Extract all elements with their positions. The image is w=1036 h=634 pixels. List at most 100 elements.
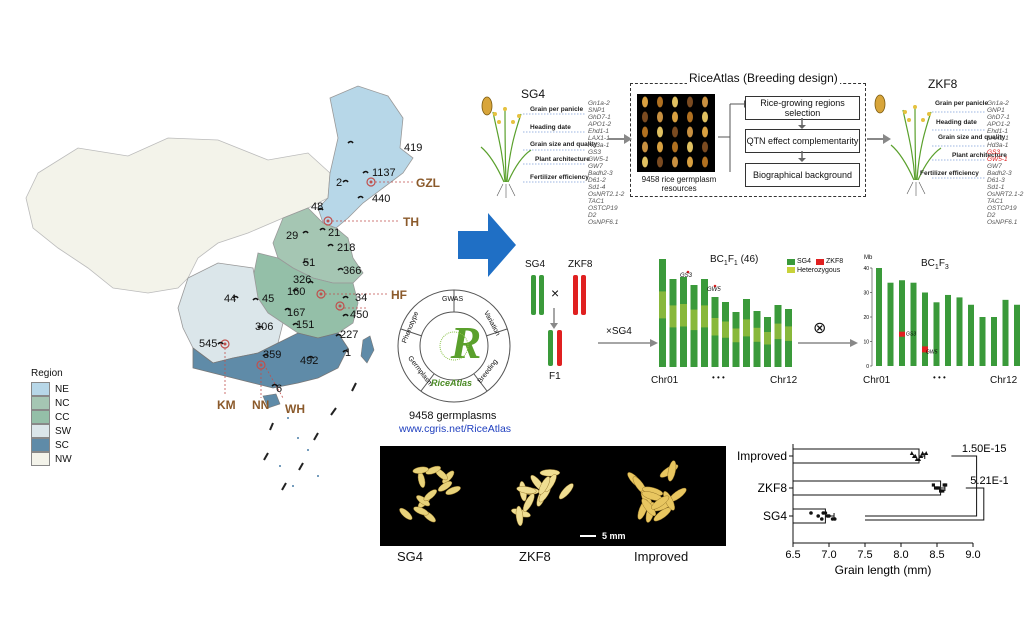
count-label: 545 — [199, 338, 218, 350]
bc1f3-chromosome — [876, 268, 882, 366]
rice-plant-icon — [874, 94, 985, 196]
chrom-f1-green — [548, 330, 553, 366]
legend-row: SC — [31, 438, 72, 452]
data-point — [936, 486, 941, 490]
count-label: 29 — [286, 230, 299, 242]
seed-grain — [657, 96, 663, 108]
data-point — [911, 454, 916, 458]
bc1f1-chromosomes — [659, 259, 792, 367]
seed-grain — [687, 126, 693, 138]
breeding-design-title: RiceAtlas (Breeding design) — [687, 71, 840, 85]
bc1f3-chromosome — [1002, 299, 1009, 366]
bc1f3-ytick: 40 — [863, 266, 869, 272]
bc1f3-chromosome — [899, 280, 905, 366]
gene-label: Sd1-4 — [588, 184, 606, 191]
legend-row: NC — [31, 396, 72, 410]
sg4-trait: Fertilizer efficiency — [530, 174, 589, 181]
bc1f1-chr-end: Chr12 — [770, 375, 798, 386]
bc1f3-chromosome — [887, 282, 894, 366]
bc1f3-title: BC1F3 — [921, 258, 949, 271]
city-nn: NN — [252, 398, 270, 412]
sea-boundary — [263, 382, 357, 491]
sg4-plant: Grain per panicle Heading date Grain siz… — [475, 92, 625, 202]
bc1f1-legend-label: SG4 — [797, 258, 812, 265]
count-label: 34 — [355, 292, 368, 304]
data-point — [933, 486, 938, 490]
legend-swatch — [31, 410, 50, 424]
sg4-trait: Heading date — [530, 124, 571, 131]
bc1f1-legend-row: Heterozygous — [787, 267, 840, 274]
bc1f3-chromosome — [933, 302, 940, 366]
bc1f1-het-segment — [722, 321, 729, 338]
step-region-selection: Rice-growing regions selection — [745, 96, 860, 120]
bc1f3-gs3-segment — [899, 331, 905, 337]
step-arrows — [798, 118, 806, 162]
bc1f3-chromosome — [945, 294, 951, 366]
bc1f3-chromosome — [979, 317, 986, 366]
gene-label: LAX1-1 — [588, 135, 610, 142]
seed-grain — [687, 111, 693, 123]
count-label: 227 — [340, 329, 359, 341]
bc1f1-het-segment — [774, 323, 782, 340]
gene-label: GS3 — [588, 149, 602, 156]
bc1f1-het-segment — [711, 318, 719, 336]
gene-label: TAC1 — [987, 198, 1004, 205]
x-tick-label: 6.5 — [785, 549, 800, 561]
site-marks — [217, 140, 369, 387]
bc1f1-legend-row: ZKF8 — [816, 258, 843, 265]
x-tick-label: 9.0 — [965, 549, 980, 561]
zkf8-trait: Heading date — [936, 119, 977, 126]
f1-arrow — [550, 308, 558, 329]
riceatlas-url[interactable]: www.cgris.net/RiceAtlas — [399, 423, 512, 435]
city-th: TH — [403, 215, 419, 229]
gene-label: GW7 — [987, 163, 1002, 170]
count-label: 6 — [276, 383, 283, 395]
gene-label: D2 — [987, 212, 996, 219]
count-label: 440 — [372, 193, 391, 205]
data-point — [931, 483, 935, 487]
count-label: 2 — [336, 177, 343, 189]
p-value: 1.50E-15 — [962, 443, 1007, 455]
bc1f1-title: BC1F1 (46) — [710, 254, 759, 267]
gene-label: SNP1 — [588, 107, 605, 114]
logo-brand: RiceAtlas — [431, 378, 473, 388]
seed-grain — [657, 156, 663, 168]
bc1f3-gw5-segment — [922, 346, 928, 353]
bc1f3-marker-gs3: GS3 — [906, 332, 916, 338]
seed-grain — [657, 126, 663, 138]
legend-label: NW — [55, 453, 72, 465]
gene-label: D61-2 — [588, 177, 606, 184]
count-label: 167 — [287, 307, 306, 319]
x-tick-label: 7.0 — [821, 549, 836, 561]
design-connector — [718, 100, 748, 172]
sg4-trait: Grain per panicle — [530, 106, 584, 113]
data-point — [821, 511, 826, 515]
legend-label: NC — [55, 397, 70, 409]
gene-label: Gn1a-2 — [987, 100, 1009, 107]
bc1f1-marker-gs3: GS3 — [680, 273, 693, 279]
bc1f1-het-segment — [690, 309, 698, 331]
gene-label: APO1-2 — [987, 121, 1011, 128]
gene-label: OsNRT2.1-2 — [987, 191, 1024, 198]
bc1f3-dots: • • • — [933, 373, 946, 382]
bc1f1-het-segment — [743, 319, 750, 337]
count-label: 419 — [404, 142, 423, 154]
category-label: SG4 — [763, 509, 787, 523]
x-tick-label: 8.0 — [893, 549, 908, 561]
bc1f3-chr-end: Chr12 — [990, 375, 1018, 386]
map-svg — [25, 85, 414, 491]
city-km: KM — [217, 398, 236, 412]
zkf8-trait: Plant architecture — [952, 152, 1007, 159]
legend-label: SW — [55, 425, 72, 437]
seed-grain — [687, 141, 693, 153]
seed-grain — [702, 96, 708, 108]
riceatlas-logo: R GWAS Variation Breeding Germplasm Phen… — [394, 286, 514, 406]
seed-grain — [702, 156, 708, 168]
zkf8-plant: Grain per panicle Heading date Grain siz… — [870, 90, 1007, 200]
gene-label: OsNPF6.1 — [987, 219, 1018, 226]
seed-grain — [702, 141, 708, 153]
marker-dot — [713, 284, 717, 288]
count-label: 306 — [255, 321, 274, 333]
